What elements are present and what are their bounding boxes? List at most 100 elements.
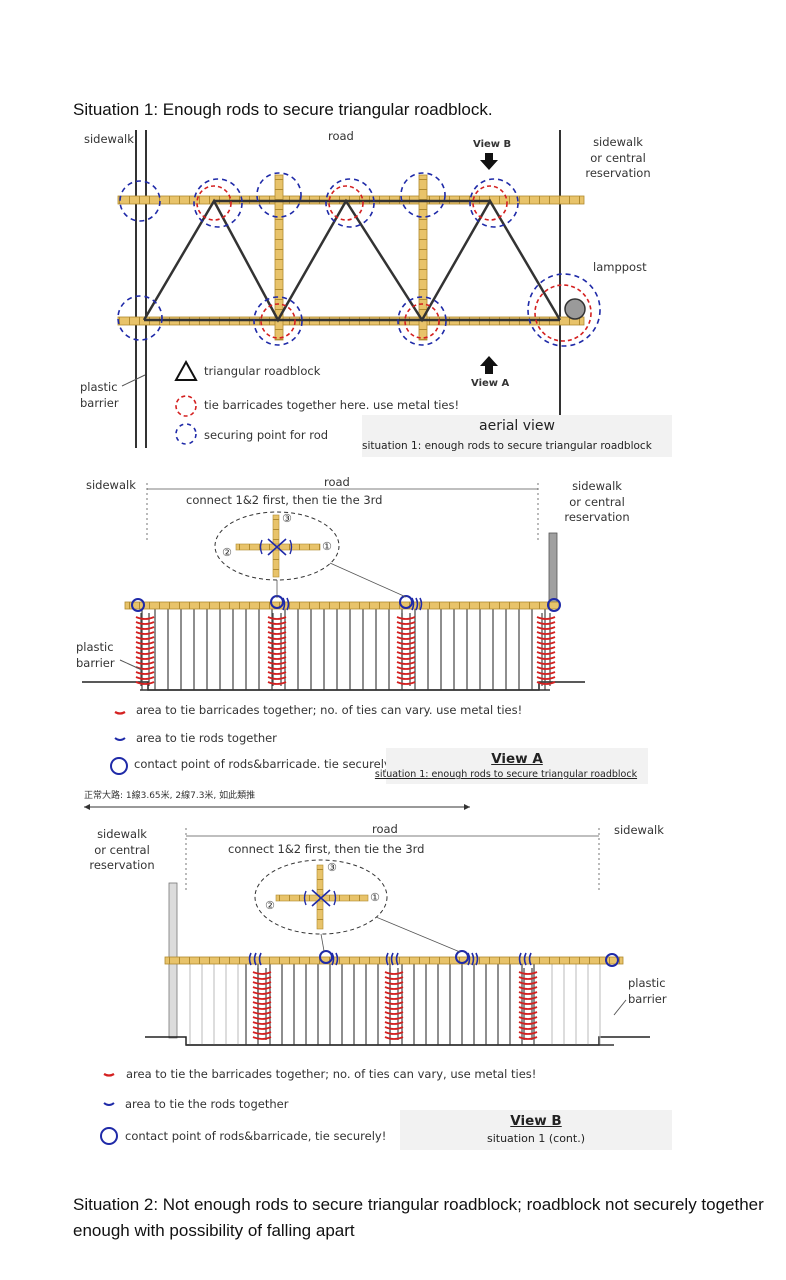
view-b-road-label: road <box>372 822 398 836</box>
red-tie-mark <box>536 681 556 685</box>
view-a-road-label: road <box>324 475 350 489</box>
aerial-sidewalk-left-label: sidewalk <box>84 132 134 146</box>
red-tie-mark <box>135 626 155 630</box>
red-tie-mark <box>135 656 155 660</box>
aerial-view-b-label: View B <box>473 139 512 150</box>
red-tie-mark <box>267 666 287 670</box>
red-tie-mark <box>384 976 404 980</box>
red-tie-mark <box>267 616 287 620</box>
red-tie-mark <box>396 646 416 650</box>
blue-tie-icon <box>103 1102 115 1106</box>
red-tie-mark <box>252 996 272 1000</box>
aerial-lamppost-label: lamppost <box>593 260 647 274</box>
situation2-heading: Situation 2: Not enough rods to secure t… <box>73 1195 764 1240</box>
view-a-num-1: ① <box>322 540 332 553</box>
red-tie-mark <box>518 971 538 975</box>
red-tie-mark <box>384 981 404 985</box>
blue-secure-circle <box>117 295 163 341</box>
red-tie-mark <box>252 1036 272 1040</box>
contact-circle <box>399 595 413 609</box>
red-tie-mark <box>384 986 404 990</box>
red-tie-mark <box>135 646 155 650</box>
red-tie-mark <box>267 671 287 675</box>
red-dashed-circle-icon <box>175 395 197 417</box>
red-tie-mark <box>536 616 556 620</box>
red-tie-mark <box>396 621 416 625</box>
red-tie-mark <box>396 671 416 675</box>
view-a-caption-sub: situation 1: enough rods to secure trian… <box>374 769 638 780</box>
red-tie-mark <box>536 646 556 650</box>
red-tie-circle <box>472 185 508 221</box>
red-tie-mark <box>396 626 416 630</box>
red-tie-mark <box>396 641 416 645</box>
plastic-barrier-pointer <box>121 374 146 387</box>
blue-circle-icon <box>100 1127 118 1145</box>
red-tie-mark <box>267 631 287 635</box>
view-a-sidewalk-left-label: sidewalk <box>86 478 136 492</box>
red-tie-mark <box>267 681 287 685</box>
view-b-legend-red: area to tie the barricades together; no.… <box>126 1067 537 1081</box>
red-tie-mark <box>267 636 287 640</box>
blue-secure-circle <box>256 172 302 218</box>
red-tie-mark <box>536 661 556 665</box>
red-tie-mark <box>252 1001 272 1005</box>
red-tie-mark <box>518 1031 538 1035</box>
contact-circle <box>319 950 333 964</box>
vertical-rod-2 <box>418 174 428 341</box>
blue-secure-circle <box>193 178 243 228</box>
view-b-top-rod <box>164 956 624 965</box>
red-tie-mark <box>384 991 404 995</box>
red-tie-mark <box>135 676 155 680</box>
view-b-drawing <box>100 828 650 1145</box>
red-tie-mark <box>252 991 272 995</box>
vertical-rod-1 <box>274 174 284 341</box>
red-tie-mark <box>135 671 155 675</box>
red-tie-mark <box>518 986 538 990</box>
view-a-caption-title: View A <box>491 751 543 767</box>
blue-dashed-circle-icon <box>175 423 197 445</box>
red-tie-mark <box>252 976 272 980</box>
red-tie-mark <box>518 996 538 1000</box>
red-tie-mark <box>384 1001 404 1005</box>
red-tie-mark <box>518 1021 538 1025</box>
red-tie-mark <box>384 1021 404 1025</box>
red-tie-mark <box>135 636 155 640</box>
view-b-zoom-ellipse <box>254 859 388 935</box>
red-tie-mark <box>135 641 155 645</box>
red-tie-mark <box>384 971 404 975</box>
red-tie-mark <box>396 616 416 620</box>
situation1-heading: Situation 1: Enough rods to secure trian… <box>73 100 493 119</box>
view-a-panel: sidewalk road connect 1&2 first, then ti… <box>76 475 648 810</box>
blue-secure-circle <box>469 178 519 228</box>
red-tie-mark <box>135 661 155 665</box>
view-a-caption-box: View A situation 1: enough rods to secur… <box>375 748 648 784</box>
red-tie-mark <box>267 661 287 665</box>
view-a-legend-circle: contact point of rods&barricade. tie sec… <box>134 757 396 771</box>
red-tie-mark <box>518 991 538 995</box>
view-b-legend-circle: contact point of rods&barricade, tie sec… <box>125 1129 387 1143</box>
red-tie-mark <box>384 996 404 1000</box>
red-tie-mark <box>396 656 416 660</box>
lamppost-icon <box>564 298 586 320</box>
view-b-num-1: ① <box>370 891 380 904</box>
red-tie-mark <box>384 1026 404 1030</box>
red-tie-mark <box>267 656 287 660</box>
red-tie-mark <box>518 1036 538 1040</box>
blue-secure-circle <box>253 296 303 346</box>
red-tie-mark <box>536 656 556 660</box>
contact-circle <box>131 598 145 612</box>
red-tie-mark <box>396 631 416 635</box>
red-tie-mark <box>252 1026 272 1030</box>
red-tie-mark <box>135 681 155 685</box>
red-tie-circle <box>196 185 232 221</box>
contact-circle <box>605 953 619 967</box>
red-tie-mark <box>252 981 272 985</box>
red-tie-circle <box>534 284 592 342</box>
red-tie-mark <box>135 631 155 635</box>
blue-circle-icon <box>110 757 128 775</box>
red-tie-mark <box>252 1011 272 1015</box>
view-b-caption-title: View B <box>510 1113 562 1129</box>
